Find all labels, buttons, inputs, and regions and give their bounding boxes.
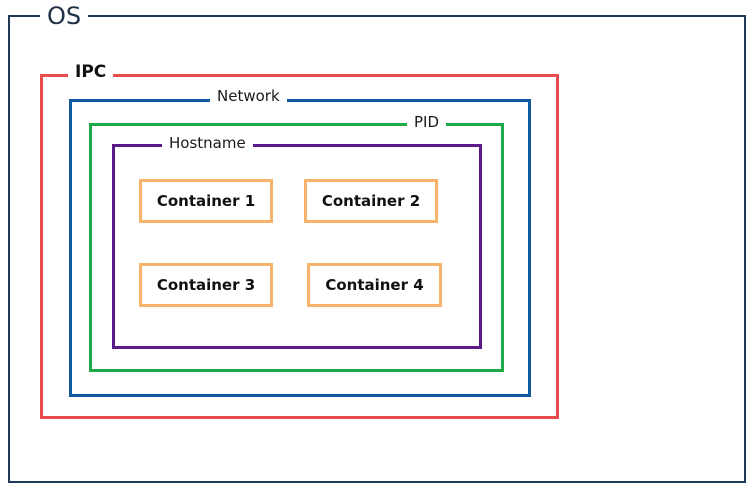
container-3-box: Container 3: [139, 263, 273, 307]
hostname-label: Hostname: [162, 136, 253, 151]
os-label: OS: [40, 4, 89, 28]
ipc-label: IPC: [68, 64, 114, 81]
pid-namespace-frame: [89, 123, 504, 372]
network-namespace-frame: [69, 99, 531, 397]
container-2-box: Container 2: [304, 179, 438, 223]
container-1-box: Container 1: [139, 179, 273, 223]
container-4-label: Container 4: [325, 276, 424, 294]
ipc-namespace-frame: [40, 74, 559, 419]
container-1-label: Container 1: [156, 192, 256, 210]
network-label: Network: [210, 89, 287, 104]
container-2-label: Container 2: [321, 192, 421, 210]
pid-label: PID: [407, 115, 447, 130]
os-namespace-frame: [8, 15, 746, 483]
container-3-label: Container 3: [156, 276, 256, 294]
container-4-box: Container 4: [307, 263, 442, 307]
hostname-namespace-frame: [112, 144, 482, 349]
